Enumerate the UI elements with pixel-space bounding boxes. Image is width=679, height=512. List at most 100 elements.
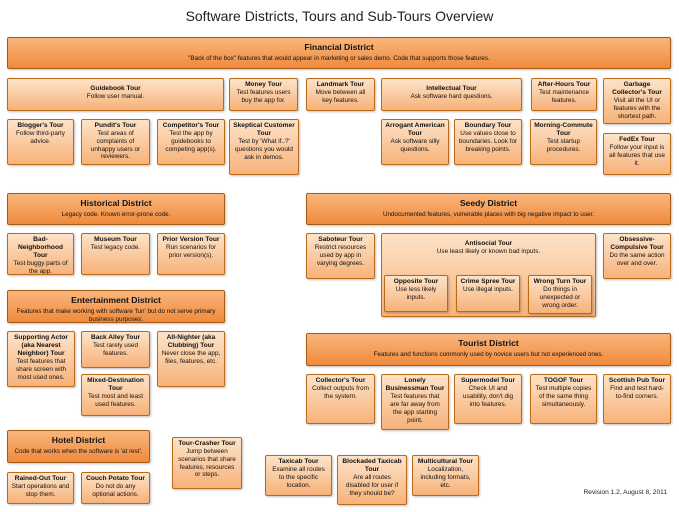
tour-description: Test areas of complaints of unhappy user… bbox=[90, 130, 141, 161]
tour-description: Follow user manual. bbox=[86, 93, 145, 101]
bloggers-tour: Blogger's Tour Follow third-party advice… bbox=[7, 119, 74, 165]
tour-title: Skeptical Customer Tour bbox=[233, 122, 295, 138]
tour-title: Morning-Commute Tour bbox=[534, 122, 593, 138]
tour-title: All-Nighter (aka Clubbing) Tour bbox=[166, 334, 216, 350]
togof-tour: TOGOF Tour Test multiple copies of the s… bbox=[530, 374, 597, 424]
saboteur-tour: Saboteur Tour Restrict resources used by… bbox=[306, 233, 375, 279]
back-alley-tour: Back Alley Tour Test rarely used feature… bbox=[81, 331, 150, 368]
tour-title: Rained-Out Tour bbox=[14, 475, 67, 482]
tour-description: Use values close to boundaries. Look for… bbox=[458, 130, 518, 153]
lonely-businessman-tour: Lonely Businessman Tour Test features th… bbox=[381, 374, 449, 430]
district-title: Financial District bbox=[304, 42, 374, 52]
tour-title: Saboteur Tour bbox=[318, 236, 363, 243]
tour-description: Find and test hard-to-find corners. bbox=[610, 385, 664, 400]
tour-title: Back Alley Tour bbox=[90, 334, 141, 341]
tour-crasher-tour: Tour-Crasher Tour Jump between scenarios… bbox=[172, 437, 242, 489]
tour-title: TOGOF Tour bbox=[543, 377, 584, 384]
tour-title: Blogger's Tour bbox=[17, 122, 64, 129]
tour-title: Crime Spree Tour bbox=[460, 278, 516, 285]
guidebook-tour: Guidebook Tour Follow user manual. bbox=[7, 78, 224, 111]
tourist-district: Tourist District Features and functions … bbox=[306, 333, 671, 366]
money-tour: Money Tour Test features users buy the a… bbox=[229, 78, 298, 111]
tour-title: Opposite Tour bbox=[393, 278, 439, 285]
wrong-turn-tour: Wrong Turn Tour Do things in unexpected … bbox=[528, 275, 592, 314]
pundits-tour: Pundit's Tour Test areas of complaints o… bbox=[81, 119, 150, 165]
tour-title: Obsessive-Compulsive Tour bbox=[610, 236, 664, 252]
blockaded-taxicab-tour: Blockaded Taxicab Tour Are all routes di… bbox=[337, 455, 407, 505]
tour-description: Test features users buy the app for. bbox=[236, 89, 291, 104]
tour-description: Test multiple copies of the same thing s… bbox=[535, 385, 592, 408]
tour-title: Mixed-Destination Tour bbox=[87, 377, 144, 393]
tour-title: Couch Potato Tour bbox=[86, 475, 145, 482]
district-title: Historical District bbox=[80, 198, 152, 208]
seedy-district: Seedy District Undocumented features, vu… bbox=[306, 193, 671, 225]
collectors-tour: Collector's Tour Collect outputs from th… bbox=[306, 374, 375, 424]
tour-title: Blockaded Taxicab Tour bbox=[342, 458, 402, 474]
tour-description: Are all routes disabled for user if they… bbox=[345, 474, 399, 497]
boundary-tour: Boundary Tour Use values close to bounda… bbox=[454, 119, 522, 165]
tour-title: Antisocial Tour bbox=[464, 240, 513, 247]
morning-commute-tour: Morning-Commute Tour Test startup proced… bbox=[530, 119, 597, 165]
tour-description: Ask software hard questions. bbox=[410, 93, 493, 101]
rained-out-tour: Rained-Out Tour Start operations and sto… bbox=[7, 472, 74, 504]
tour-title: Pundit's Tour bbox=[94, 122, 137, 129]
tour-title: Prior Version Tour bbox=[162, 236, 220, 243]
tour-title: Landmark Tour bbox=[316, 81, 365, 88]
historical-district: Historical District Legacy code. Known e… bbox=[7, 193, 225, 225]
entertainment-district: Entertainment District Features that mak… bbox=[7, 290, 225, 323]
tour-description: Test legacy code. bbox=[90, 244, 141, 252]
district-description: "Back of the box" features that would ap… bbox=[188, 55, 490, 63]
tour-description: Test rarely used features. bbox=[92, 342, 139, 357]
tour-description: Use least likely or known bad inputs. bbox=[436, 248, 541, 256]
revision-note: Revision 1.2, August 8, 2011 bbox=[583, 489, 667, 496]
crime-spree-tour: Crime Spree Tour Use illegal inputs. bbox=[456, 275, 520, 312]
tour-title: Intellectual Tour bbox=[426, 85, 477, 92]
tour-description: Localization, including formats, etc. bbox=[420, 466, 471, 489]
scottish-pub-tour: Scottish Pub Tour Find and test hard-to-… bbox=[603, 374, 671, 424]
tour-title: Arrogant American Tour bbox=[385, 122, 445, 138]
tour-description: Never close the app, files, features, et… bbox=[161, 350, 221, 365]
district-title: Tourist District bbox=[458, 338, 519, 348]
tour-description: Test most and least used features. bbox=[87, 393, 144, 408]
multicultural-tour: Multicultural Tour Localization, includi… bbox=[412, 455, 479, 496]
tour-title: Museum Tour bbox=[94, 236, 137, 243]
tour-description: Collect outputs from the system. bbox=[312, 385, 369, 400]
tour-description: Test maintenance features. bbox=[538, 89, 590, 104]
tour-description: Follow third-party advice. bbox=[15, 130, 65, 145]
tour-title: Money Tour bbox=[245, 81, 282, 88]
couch-potato-tour: Couch Potato Tour Do not do any optional… bbox=[81, 472, 150, 504]
arrogant-american-tour: Arrogant American Tour Ask software sill… bbox=[381, 119, 449, 165]
tour-title: Bad-Neighborhood Tour bbox=[17, 236, 64, 260]
landmark-tour: Landmark Tour Move between all key featu… bbox=[306, 78, 375, 111]
tour-description: Use less likely inputs. bbox=[395, 286, 437, 301]
district-title: Hotel District bbox=[51, 435, 106, 445]
tour-description: Do the same action over and over. bbox=[609, 252, 665, 267]
tour-title: Boundary Tour bbox=[464, 122, 512, 129]
museum-tour: Museum Tour Test legacy code. bbox=[81, 233, 150, 275]
all-nighter-tour: All-Nighter (aka Clubbing) Tour Never cl… bbox=[157, 331, 225, 387]
tour-title: Tour-Crasher Tour bbox=[178, 440, 236, 447]
district-description: Undocumented features, vulnerable places… bbox=[382, 211, 595, 219]
obsessive-compulsive-tour: Obsessive-Compulsive Tour Do the same ac… bbox=[603, 233, 671, 279]
tour-description: Test startup procedures. bbox=[546, 138, 581, 153]
tour-description: Follow your input is all features that u… bbox=[609, 144, 665, 167]
competitors-tour: Competitor's Tour Test the app by guideb… bbox=[157, 119, 225, 165]
tour-title: FedEx Tour bbox=[619, 136, 655, 143]
tour-description: Visit all the UI or features with the sh… bbox=[613, 97, 661, 120]
district-description: Legacy code. Known error-prone code. bbox=[61, 211, 171, 219]
district-title: Entertainment District bbox=[71, 295, 161, 305]
tour-description: Jump between scenarios that share featur… bbox=[178, 448, 236, 479]
tour-description: Test features that share screen with mos… bbox=[15, 358, 67, 381]
tour-title: Supermodel Tour bbox=[460, 377, 516, 384]
prior-version-tour: Prior Version Tour Run scenarios for pri… bbox=[157, 233, 225, 275]
tour-description: Check UI and usability, don't dig into f… bbox=[462, 385, 514, 408]
tour-title: Supporting Actor (aka Nearest Neighbor) … bbox=[14, 334, 68, 358]
tour-description: Restrict resources used by app in varyin… bbox=[314, 244, 367, 267]
district-description: Features and functions commonly used by … bbox=[373, 351, 604, 359]
tour-description: Do things in unexpected or wrong order. bbox=[539, 286, 581, 309]
skeptical-customer-tour: Skeptical Customer Tour Test by 'What if… bbox=[229, 119, 299, 175]
tour-title: Guidebook Tour bbox=[90, 85, 141, 92]
tour-title: After-Hours Tour bbox=[537, 81, 591, 88]
supporting-actor-tour: Supporting Actor (aka Nearest Neighbor) … bbox=[7, 331, 75, 387]
tour-title: Garbage Collector's Tour bbox=[612, 81, 662, 97]
